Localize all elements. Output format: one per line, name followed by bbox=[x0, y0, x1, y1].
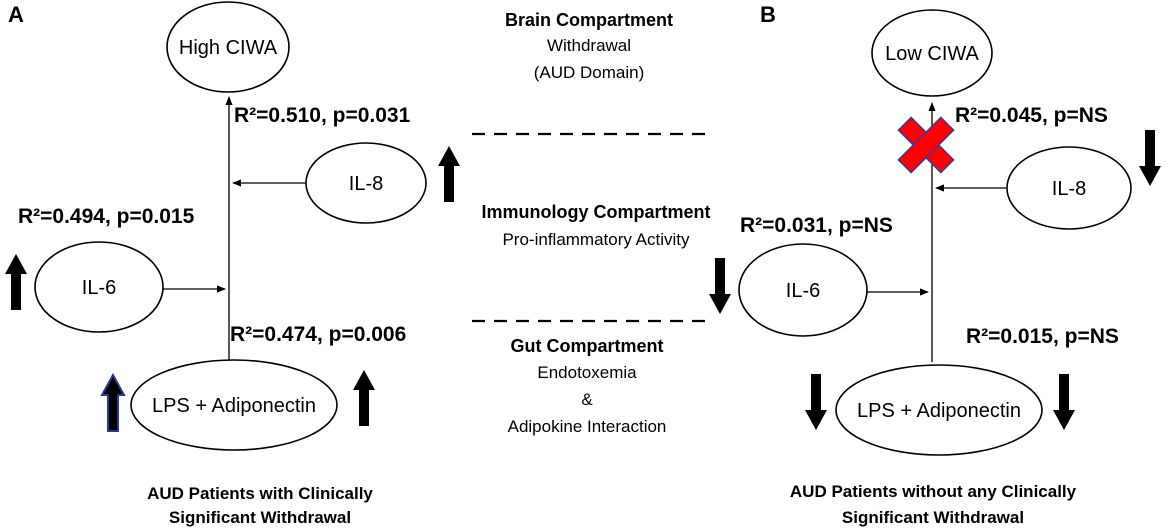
node-il8: IL-8 bbox=[305, 142, 427, 224]
cross-icon bbox=[897, 116, 955, 174]
brain-compartment-title: Brain Compartment bbox=[505, 10, 673, 30]
up-arrow-icon bbox=[353, 370, 375, 426]
caption-line-2: Significant Withdrawal bbox=[842, 508, 1024, 527]
stat-top: R²=0.510, p=0.031 bbox=[234, 104, 411, 127]
node-low-ciwa: Low CIWA bbox=[871, 9, 993, 97]
immunology-compartment-line: Pro-inflammatory Activity bbox=[502, 230, 690, 249]
stat-bottom: R²=0.015, p=NS bbox=[966, 325, 1119, 348]
stat-il6: R²=0.494, p=0.015 bbox=[18, 205, 195, 228]
gut-compartment-line: & bbox=[581, 390, 593, 409]
up-arrow-icon bbox=[438, 146, 460, 202]
up-arrow-icon bbox=[101, 374, 125, 432]
node-label: IL-6 bbox=[786, 280, 820, 302]
brain-compartment-line: Withdrawal bbox=[547, 36, 631, 55]
gut-compartment-line: Adipokine Interaction bbox=[508, 417, 667, 436]
panel-b: B Low CIWA IL-8 IL-6 LPS + Adiponectin bbox=[709, 2, 1161, 527]
caption-line-2: Significant Withdrawal bbox=[169, 508, 351, 527]
gut-compartment-title: Gut Compartment bbox=[511, 336, 664, 356]
node-il6: IL-6 bbox=[738, 243, 868, 337]
down-arrow-icon bbox=[709, 258, 731, 314]
node-label: IL-6 bbox=[82, 277, 116, 299]
immunology-compartment-title: Immunology Compartment bbox=[481, 202, 710, 222]
node-label: IL-8 bbox=[1052, 178, 1086, 200]
gut-compartment-line: Endotoxemia bbox=[537, 363, 637, 382]
node-label: Low CIWA bbox=[885, 43, 979, 65]
stat-bottom: R²=0.474, p=0.006 bbox=[230, 323, 406, 346]
panel-a: A High CIWA IL-8 IL-6 LPS + Adiponectin … bbox=[5, 1, 460, 527]
node-lps-adiponectin: LPS + Adiponectin bbox=[835, 364, 1043, 456]
stat-il6: R²=0.031, p=NS bbox=[740, 214, 893, 237]
node-high-ciwa: High CIWA bbox=[166, 1, 290, 93]
node-label: High CIWA bbox=[179, 37, 278, 59]
up-arrow-icon bbox=[5, 254, 27, 310]
stat-top: R²=0.045, p=NS bbox=[955, 104, 1108, 127]
node-label: LPS + Adiponectin bbox=[857, 400, 1021, 422]
node-il8: IL-8 bbox=[1006, 146, 1132, 230]
node-label: LPS + Adiponectin bbox=[152, 395, 316, 417]
brain-compartment-line: (AUD Domain) bbox=[534, 63, 645, 82]
down-arrow-icon bbox=[805, 374, 827, 430]
down-arrow-icon bbox=[1053, 374, 1075, 430]
node-il6: IL-6 bbox=[34, 241, 164, 333]
panel-b-label: B bbox=[760, 2, 776, 27]
down-arrow-icon bbox=[1139, 130, 1161, 186]
caption-line-1: AUD Patients with Clinically bbox=[147, 484, 373, 503]
panel-a-label: A bbox=[8, 2, 24, 27]
node-label: IL-8 bbox=[349, 173, 383, 195]
compartments: Brain Compartment Withdrawal (AUD Domain… bbox=[472, 10, 711, 436]
caption-line-1: AUD Patients without any Clinically bbox=[790, 482, 1077, 501]
node-lps-adiponectin: LPS + Adiponectin bbox=[130, 359, 338, 451]
